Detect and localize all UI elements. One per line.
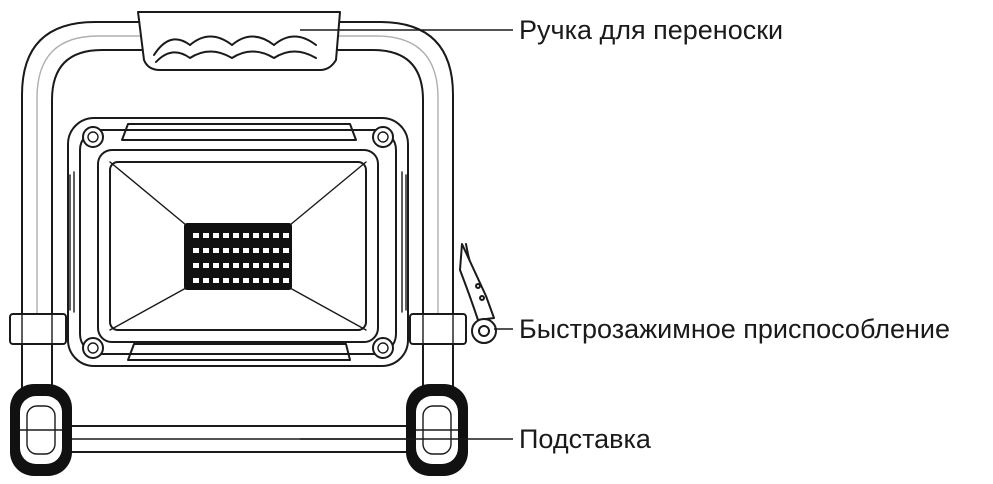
led-chip <box>273 248 279 253</box>
led-chip <box>273 263 279 268</box>
led-grid <box>193 233 289 283</box>
led-chip <box>253 278 259 283</box>
led-chip <box>233 233 239 238</box>
led-chip <box>243 233 249 238</box>
led-chip <box>233 278 239 283</box>
led-chip <box>213 278 219 283</box>
housing-screw-bottom-right <box>372 337 394 359</box>
label-handle: Ручка для переноски <box>519 15 784 45</box>
housing-screw-top-right <box>372 126 394 148</box>
led-chip <box>283 263 289 268</box>
led-chip <box>223 263 229 268</box>
led-chip <box>233 248 239 253</box>
led-chip <box>263 278 269 283</box>
led-chip <box>213 248 219 253</box>
wheel-left <box>10 384 72 476</box>
led-chip <box>263 248 269 253</box>
led-chip <box>273 278 279 283</box>
led-chip <box>223 233 229 238</box>
led-chip <box>243 278 249 283</box>
led-chip <box>253 263 259 268</box>
led-chip <box>203 263 209 268</box>
led-chip <box>233 263 239 268</box>
led-chip <box>243 263 249 268</box>
label-quick-clamp: Быстрозажимное приспособление <box>519 314 950 344</box>
led-chip <box>213 263 219 268</box>
led-chip <box>273 233 279 238</box>
frame-legs <box>21 343 454 391</box>
led-chip <box>253 248 259 253</box>
led-chip <box>203 278 209 283</box>
led-chip <box>253 233 259 238</box>
led-chip <box>243 248 249 253</box>
led-chip <box>223 278 229 283</box>
led-chip <box>203 233 209 238</box>
led-chip <box>193 278 199 283</box>
housing-screw-bottom-left <box>82 337 104 359</box>
carry-grip <box>137 11 341 71</box>
led-chip <box>263 263 269 268</box>
led-chip <box>193 233 199 238</box>
label-stand: Подставка <box>519 424 651 454</box>
side-clamp-left <box>9 313 67 345</box>
led-chip <box>213 233 219 238</box>
side-clamp-right <box>409 313 467 345</box>
led-chip <box>283 248 289 253</box>
led-chip <box>283 233 289 238</box>
led-module <box>184 223 292 290</box>
led-chip <box>263 233 269 238</box>
led-chip <box>223 248 229 253</box>
led-chip <box>193 248 199 253</box>
led-chip <box>193 263 199 268</box>
led-chip <box>203 248 209 253</box>
led-chip <box>283 278 289 283</box>
quick-release-lever <box>459 243 497 344</box>
housing-screw-top-left <box>82 126 104 148</box>
wheel-right <box>406 384 468 476</box>
